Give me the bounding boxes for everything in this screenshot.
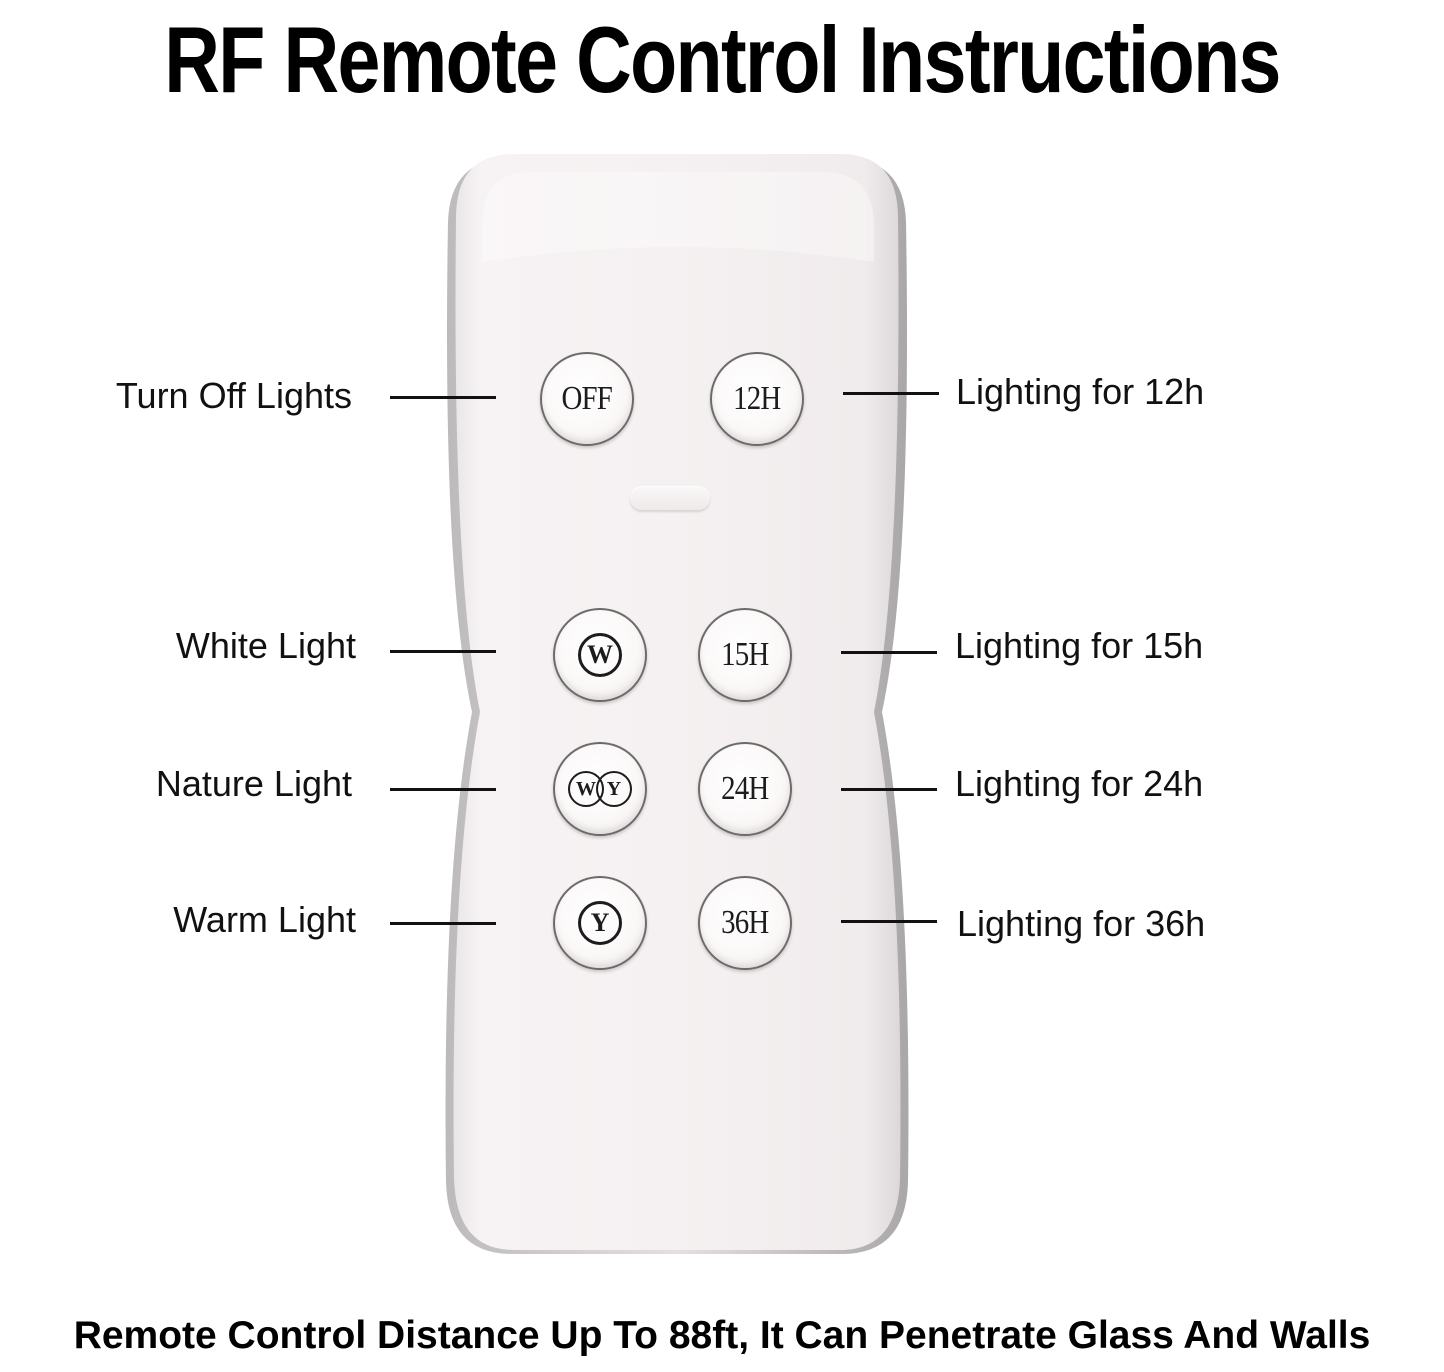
leader-line-15h <box>841 651 937 654</box>
leader-line-off <box>390 396 496 399</box>
page-title: RF Remote Control Instructions <box>164 7 1281 112</box>
leader-line-warm <box>390 922 496 925</box>
15h-button-label: 15H <box>721 636 769 673</box>
leader-line-24h <box>841 788 937 791</box>
label-lighting-15h: Lighting for 15h <box>955 625 1204 666</box>
24h-button[interactable]: 24H <box>698 742 792 836</box>
15h-button[interactable]: 15H <box>698 608 792 702</box>
12h-button[interactable]: 12H <box>710 352 804 446</box>
leader-line-36h <box>841 920 937 923</box>
warm-light-icon: Y <box>578 901 622 945</box>
label-lighting-12h: Lighting for 12h <box>956 371 1205 412</box>
36h-button[interactable]: 36H <box>698 876 792 970</box>
label-white-light: White Light <box>175 625 356 666</box>
24h-button-label: 24H <box>721 770 769 807</box>
leader-line-nature <box>390 788 496 791</box>
label-turn-off-lights: Turn Off Lights <box>115 375 352 416</box>
label-lighting-24h: Lighting for 24h <box>955 763 1204 804</box>
label-nature-light: Nature Light <box>155 763 352 804</box>
white-light-button[interactable]: W <box>553 608 647 702</box>
remote-body-shape <box>445 154 909 1254</box>
footer-caption: Remote Control Distance Up To 88ft, It C… <box>73 1314 1371 1357</box>
indicator-led <box>630 486 710 510</box>
white-light-icon: W <box>578 633 622 677</box>
leader-line-white <box>390 650 496 653</box>
36h-button-label: 36H <box>721 904 769 941</box>
remote-control <box>442 152 912 1260</box>
label-lighting-36h: Lighting for 36h <box>957 903 1206 944</box>
off-button[interactable]: OFF <box>540 352 634 446</box>
warm-light-button[interactable]: Y <box>553 876 647 970</box>
nature-light-icon: W Y <box>568 771 632 807</box>
warm-glyph: Y <box>596 771 632 807</box>
off-button-label: OFF <box>561 380 613 417</box>
leader-line-12h <box>843 392 939 395</box>
label-warm-light: Warm Light <box>173 899 356 940</box>
12h-button-label: 12H <box>733 380 781 417</box>
nature-light-button[interactable]: W Y <box>553 742 647 836</box>
